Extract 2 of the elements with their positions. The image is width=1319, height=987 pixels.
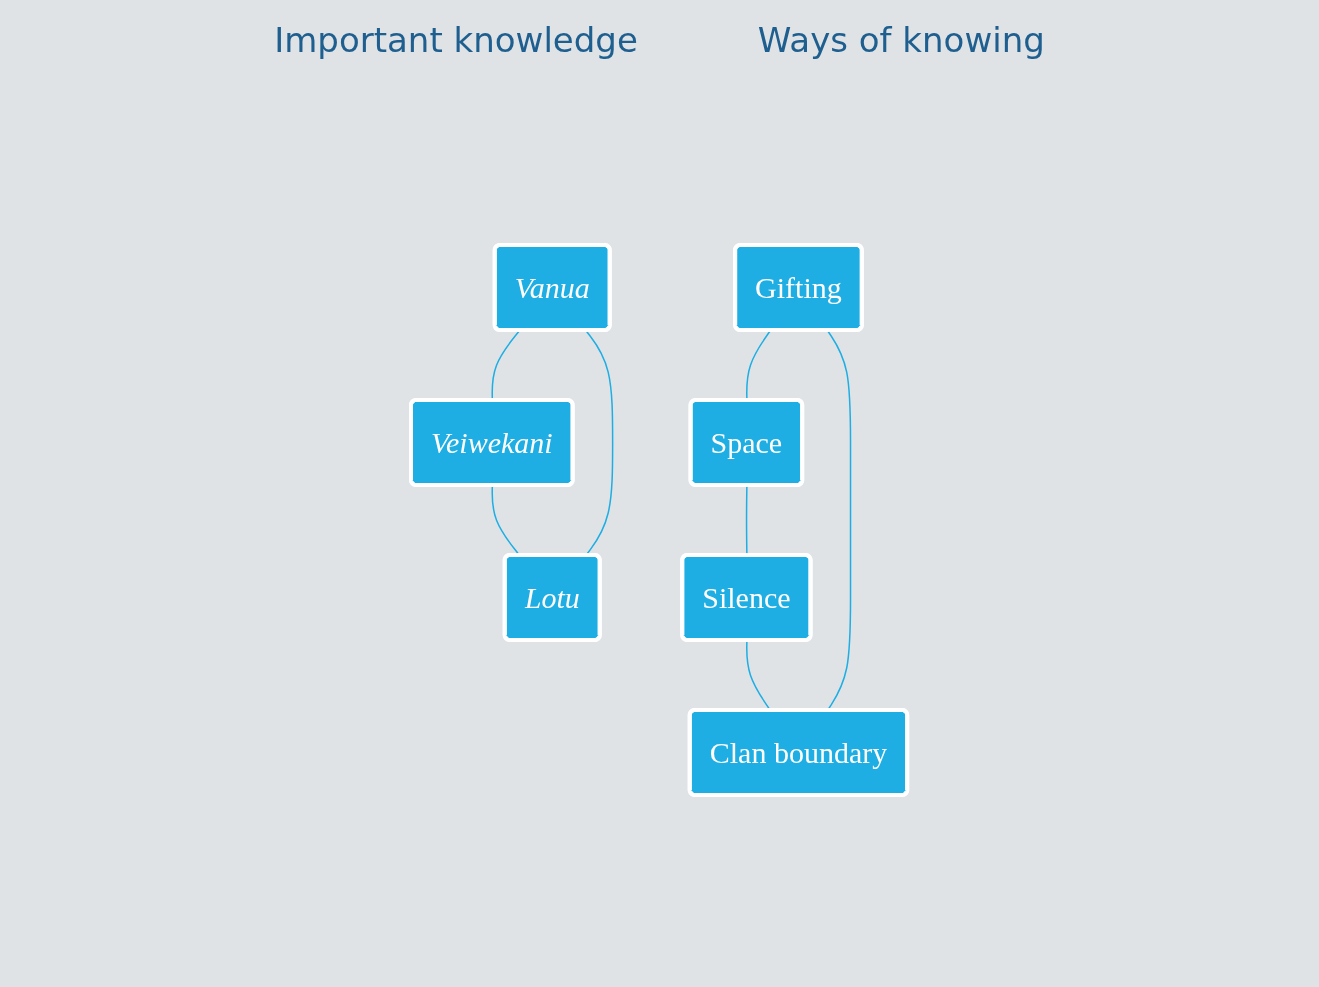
group-heading: Important knowledge bbox=[274, 20, 638, 62]
group-heading: Ways of knowing bbox=[757, 20, 1045, 62]
